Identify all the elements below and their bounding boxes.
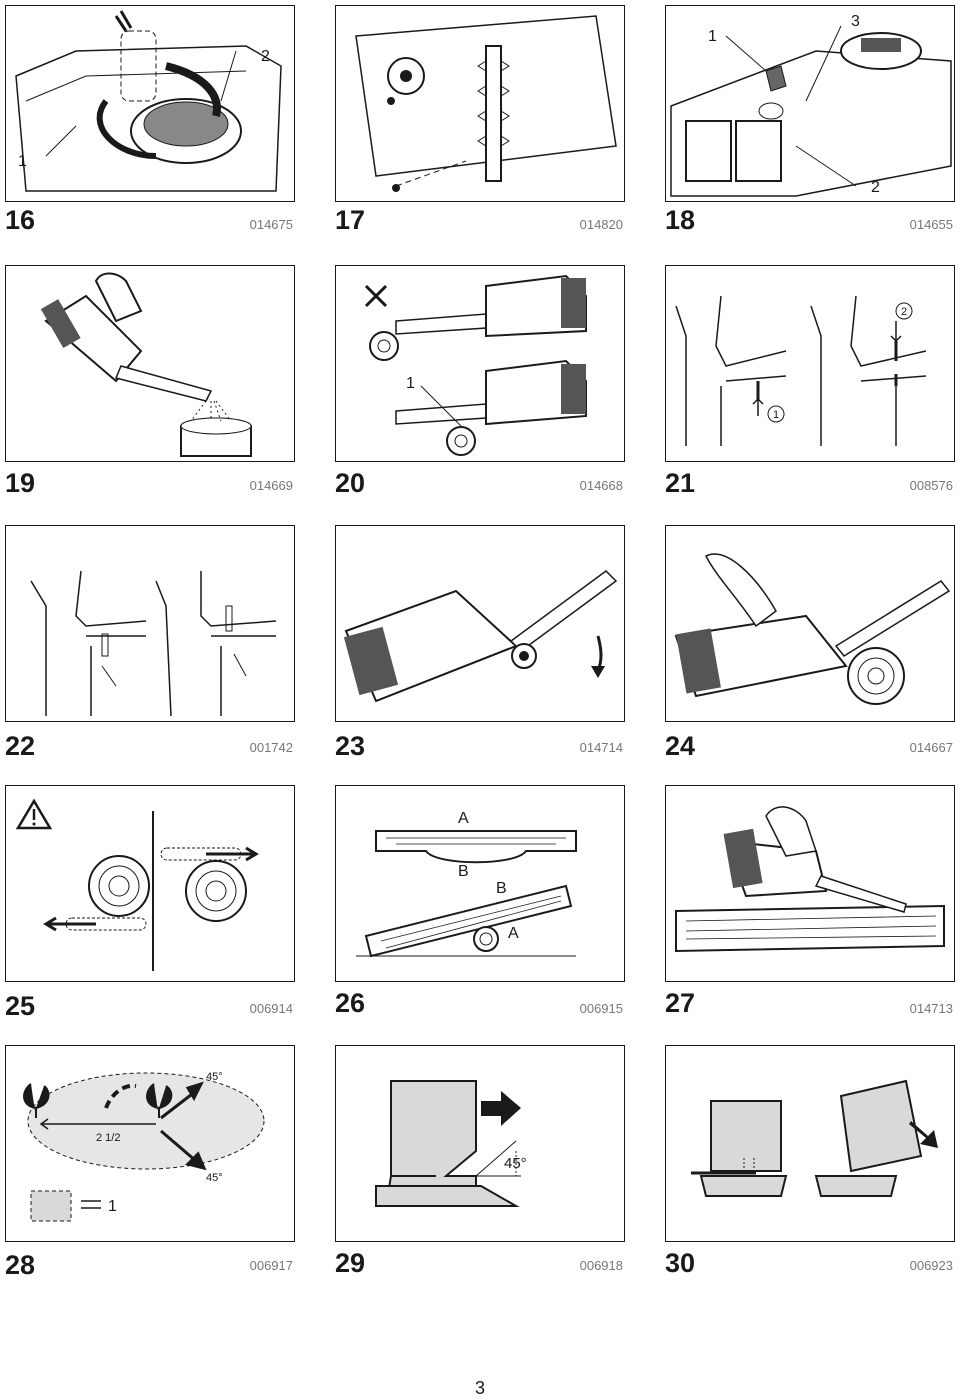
figure-25-number: 25: [5, 991, 36, 1021]
figure-17-illustration: [355, 15, 617, 192]
figure-26-label-b-bottom: B: [496, 880, 507, 897]
figure-24-code: 014667: [909, 740, 953, 755]
figure-23-number: 23: [335, 731, 366, 761]
figure-16-illustration: 1 2: [15, 10, 282, 192]
figure-26-illustration: A B B A: [356, 810, 577, 958]
figure-30-code: 006923: [909, 1258, 953, 1273]
figure-22-code: 001742: [249, 740, 293, 755]
figure-22-number: 22: [5, 731, 36, 761]
figure-24-panel: [665, 525, 955, 722]
figure-30-illustration: [691, 1079, 938, 1197]
figure-20-code: 014668: [579, 478, 623, 493]
figure-22-illustration: [30, 570, 277, 717]
figure-26-panel: A B B A: [335, 785, 625, 982]
figure-28-label-angle-top: 45°: [206, 1071, 223, 1083]
figure-20-illustration: 1: [364, 274, 587, 456]
figure-27-code: 014713: [909, 1001, 953, 1016]
figure-16-code: 014675: [249, 217, 293, 232]
figure-21-number: 21: [665, 468, 696, 498]
figure-21-code: 008576: [909, 478, 953, 493]
figure-18-code: 014655: [909, 217, 953, 232]
figure-28-number: 28: [5, 1250, 36, 1280]
figure-29-code: 006918: [579, 1258, 623, 1273]
figure-30-panel: [665, 1045, 955, 1242]
figure-28-label-distance: 2 1/2: [96, 1132, 120, 1144]
figure-20-number: 20: [335, 468, 366, 498]
figure-30-number: 30: [665, 1248, 696, 1278]
figure-29-label-angle: 45°: [504, 1155, 527, 1172]
figure-16-panel: 1 2: [5, 5, 295, 202]
figure-20-panel: 1: [335, 265, 625, 462]
figure-19-panel: [5, 265, 295, 462]
figure-29-number: 29: [335, 1248, 366, 1278]
figure-28-label-unit: 1: [108, 1198, 117, 1215]
figure-25-code: 006914: [249, 1001, 293, 1016]
figure-18-label-1: 1: [708, 28, 717, 45]
figure-27-number: 27: [665, 988, 696, 1018]
warning-triangle-icon: [15, 798, 53, 830]
figure-21-label-1: 1: [773, 409, 779, 421]
figure-26-number: 26: [335, 988, 366, 1018]
figure-16-label-2: 2: [261, 48, 270, 65]
figure-20-label-1: 1: [406, 375, 415, 392]
figure-27-illustration: [675, 806, 945, 953]
tree-icon: [23, 1083, 50, 1118]
figure-21-label-2: 2: [901, 306, 907, 318]
figure-22-panel: [5, 525, 295, 722]
figure-19-code: 014669: [249, 478, 293, 493]
figure-24-illustration: [674, 553, 951, 705]
figure-21-panel: 1 2: [665, 265, 955, 462]
figure-27-panel: [665, 785, 955, 982]
arrow-right-icon: [481, 1091, 521, 1126]
figure-28-panel: 45° 45° 2 1/2 1: [5, 1045, 295, 1242]
figure-25-illustration: [15, 798, 259, 971]
figure-26-label-a-top: A: [458, 810, 469, 827]
figure-21-illustration: 1 2: [675, 295, 927, 446]
figure-19-illustration: [40, 272, 252, 457]
figure-18-illustration: 1 2 3: [670, 13, 952, 197]
figure-26-label-b-top: B: [458, 863, 469, 880]
figure-24-number: 24: [665, 731, 696, 761]
figure-18-number: 18: [665, 205, 696, 235]
figure-18-panel: 1 2 3: [665, 5, 955, 202]
figure-25-panel: [5, 785, 295, 982]
figure-28-code: 006917: [249, 1258, 293, 1273]
tree-icon: [146, 1083, 173, 1118]
figure-19-number: 19: [5, 468, 36, 498]
arrow-diagonal-icon: [909, 1121, 938, 1148]
figure-16-number: 16: [5, 205, 36, 235]
figure-17-code: 014820: [579, 217, 623, 232]
figure-28-label-angle-bottom: 45°: [206, 1172, 223, 1184]
figure-17-number: 17: [335, 205, 366, 235]
page-number: 3: [474, 1378, 485, 1398]
figure-23-code: 014714: [579, 740, 623, 755]
figure-23-panel: [335, 525, 625, 722]
figure-29-illustration: 45°: [375, 1080, 527, 1207]
x-mark-icon: [364, 284, 388, 308]
figure-17-panel: [335, 5, 625, 202]
figure-23-illustration: [343, 570, 618, 703]
figure-29-panel: 45°: [335, 1045, 625, 1242]
figure-28-illustration: 45° 45° 2 1/2 1: [23, 1071, 265, 1222]
figure-16-label-1: 1: [18, 153, 27, 170]
figure-26-label-a-bottom: A: [508, 925, 519, 942]
figure-18-label-2: 2: [871, 179, 880, 196]
figure-18-label-3: 3: [851, 13, 860, 30]
figure-26-code: 006915: [579, 1001, 623, 1016]
